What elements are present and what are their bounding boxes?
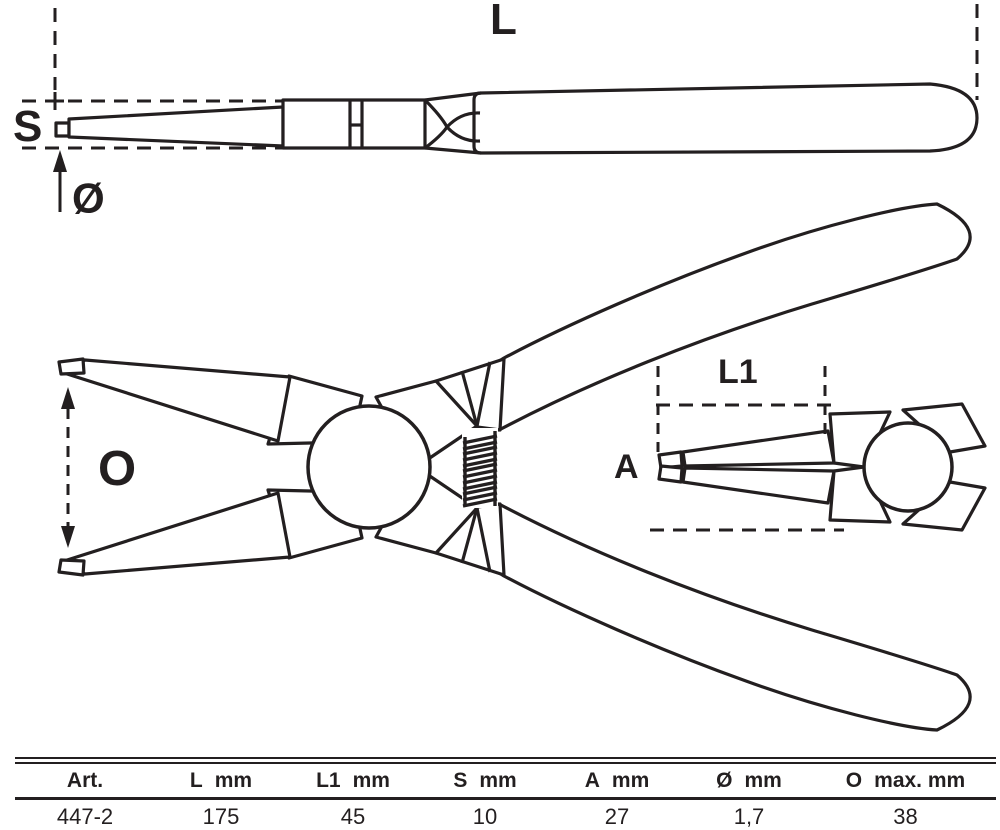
dimension-label-L1: L1 [718,353,758,391]
lower-handle [452,502,972,732]
col-unit: mm [214,769,253,792]
col-unit: mm [479,769,517,792]
col-label: Ø [716,769,733,792]
side-view-tip [54,121,71,138]
spec-value-row: 447-2 175 45 10 27 1,7 38 [15,799,996,830]
joint-line [424,91,482,102]
lower-jaw-arm [62,491,292,576]
dimension-label-A: A [614,448,639,486]
dimension-label-S: S [13,102,42,151]
upper-jaw-arm [62,358,292,443]
side-view-handle [472,82,979,155]
dimension-label-O: O [98,442,136,496]
joint-curve [423,98,449,128]
spec-value-O: 38 [893,804,918,829]
facet-line [475,507,492,573]
joint-line [424,146,482,155]
spec-value-art: 447-2 [56,804,114,829]
col-label: A [584,769,600,792]
col-unit: mm [611,769,650,792]
opening-dimension: O [61,387,136,548]
joint-curve [424,126,449,150]
upper-handle [452,202,972,432]
dimension-label-diameter: Ø [72,175,105,222]
detail-lower-jaw-arm [681,466,836,505]
spring [462,428,498,508]
technical-drawing-svg: L S Ø [13,0,987,732]
diameter-arrow-head [53,150,67,172]
joint-curve [445,111,481,129]
lower-jaw-tip [57,558,86,577]
pivot-circle [306,404,432,530]
spring-windings [462,434,498,508]
col-unit: mm [744,769,782,792]
facet-line [460,370,479,427]
main-view-upper-half [57,202,972,470]
col-label: Art. [66,769,104,792]
detail-upper-jaw-tip [657,450,684,470]
spec-value-diameter: 1,7 [733,804,765,829]
side-view: L S Ø [13,0,979,222]
col-unit: mm [352,769,390,792]
spec-value-L1: 45 [340,804,366,829]
detail-pivot-circle [862,421,954,513]
detail-upper-jaw-arm [681,429,836,468]
joint-curve [445,125,481,143]
col-label: S [453,769,468,792]
detail-view: L1 A [614,353,987,532]
col-label: L [189,769,203,792]
spec-col-header-art: Art. [15,763,155,800]
col-label: L1 [316,769,341,792]
facet-line [475,361,492,427]
spec-value-S: 10 [472,804,498,829]
spec-value-L: 175 [202,804,240,829]
side-view-jaw-cone [67,105,285,148]
dimension-label-L: L [490,0,517,44]
spec-col-header-L1: L1 mm [287,763,419,800]
col-unit: max. mm [874,769,966,792]
col-label: O [845,769,863,792]
detail-lower-jaw-tip [657,464,684,484]
upper-jaw-tip [57,357,86,376]
spec-value-A: 27 [604,804,630,829]
main-view: O [57,202,972,732]
arrow-head-down [61,526,75,548]
arrow-head-up [61,387,75,409]
facet-line [460,507,479,564]
